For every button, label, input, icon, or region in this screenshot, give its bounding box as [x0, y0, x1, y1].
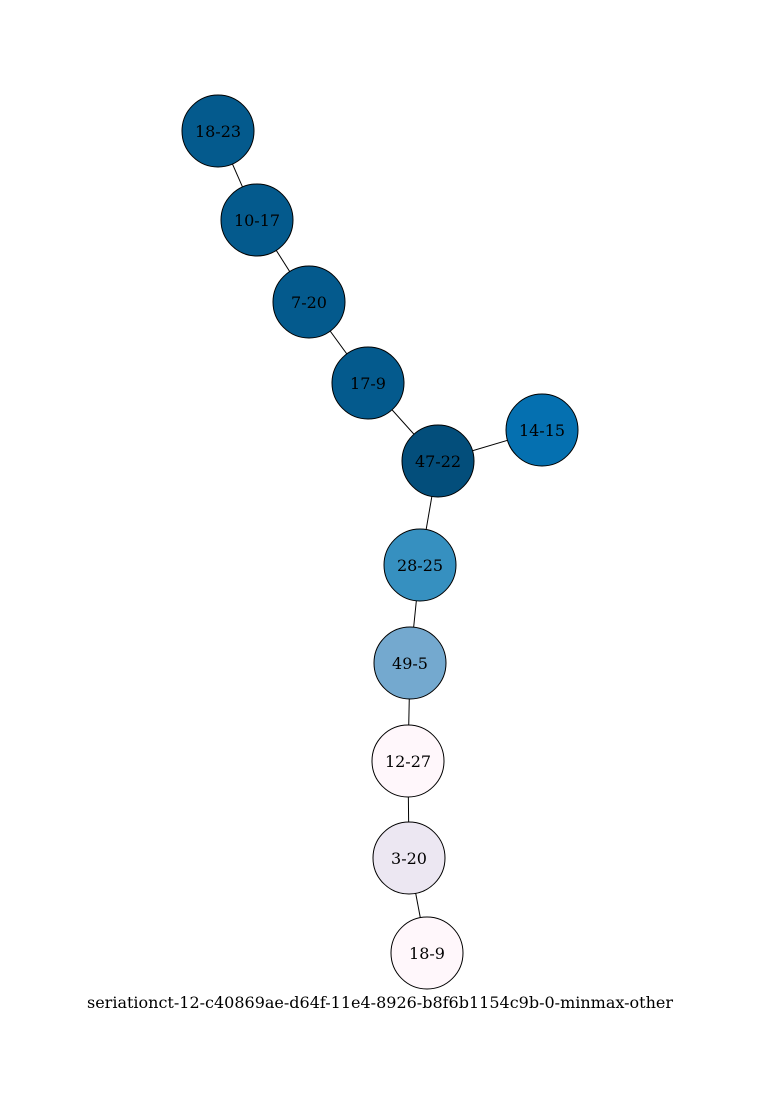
node-label: 3-20: [391, 849, 427, 868]
node-18-23: 18-23: [181, 94, 255, 168]
node-label: 18-9: [409, 944, 445, 963]
node-label: 47-22: [415, 452, 461, 471]
node-circle: [272, 265, 346, 339]
node-circle: [505, 393, 579, 467]
node-18-9: 18-9: [390, 916, 464, 990]
node-circle: [181, 94, 255, 168]
node-47-22: 47-22: [401, 424, 475, 498]
node-circle: [373, 626, 447, 700]
node-49-5: 49-5: [373, 626, 447, 700]
node-label: 14-15: [519, 421, 565, 440]
node-28-25: 28-25: [383, 528, 457, 602]
node-7-20: 7-20: [272, 265, 346, 339]
node-label: 12-27: [385, 752, 431, 771]
node-circle: [390, 916, 464, 990]
node-14-15: 14-15: [505, 393, 579, 467]
node-label: 7-20: [291, 293, 327, 312]
node-label: 49-5: [392, 654, 428, 673]
node-circle: [220, 183, 294, 257]
node-label: 28-25: [397, 556, 443, 575]
node-label: 10-17: [234, 211, 280, 230]
node-12-27: 12-27: [371, 724, 445, 798]
node-17-9: 17-9: [331, 346, 405, 420]
nodes-layer: 18-23 10-17 7-20 17-9 47-22 14-15 28-25 49-5 12-…: [181, 94, 579, 990]
node-circle: [383, 528, 457, 602]
node-circle: [331, 346, 405, 420]
node-3-20: 3-20: [372, 821, 446, 895]
node-circle: [401, 424, 475, 498]
node-circle: [371, 724, 445, 798]
node-10-17: 10-17: [220, 183, 294, 257]
node-label: 18-23: [195, 122, 241, 141]
diagram-caption: seriationct-12-c40869ae-d64f-11e4-8926-b…: [87, 993, 673, 1012]
node-circle: [372, 821, 446, 895]
node-label: 17-9: [350, 374, 386, 393]
